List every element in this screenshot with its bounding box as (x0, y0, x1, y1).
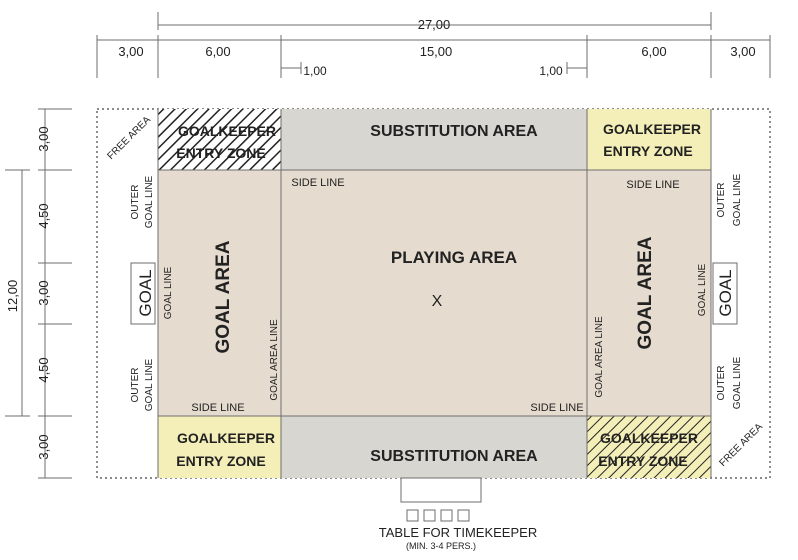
dim-offset-right: 1,00 (539, 64, 563, 78)
dim-side-bottom: 3,00 (36, 434, 51, 459)
goal-line-label-right: GOAL LINE (697, 263, 708, 316)
dim-free-right: 3,00 (730, 44, 755, 59)
goal-area-line-label-right: GOAL AREA LINE (594, 316, 605, 398)
timekeeper-table-label: TABLE FOR TIMEKEEPER (379, 525, 537, 540)
outer-goal-line-tr-1: OUTER (716, 183, 727, 218)
goal-area-left-label: GOAL AREA (213, 240, 234, 353)
dim-total-width: 27,00 (418, 17, 451, 32)
outer-goal-line-br-1: OUTER (716, 366, 727, 401)
outer-goal-line-tr-2: GOAL LINE (732, 173, 743, 226)
playing-area (280, 169, 588, 417)
outer-goal-line-bl-2: GOAL LINE (144, 358, 155, 411)
gk-entry-top-right-line2: ENTRY ZONE (603, 143, 692, 159)
center-mark: X (432, 293, 443, 310)
gk-entry-bottom-right-line2: ENTRY ZONE (598, 453, 687, 469)
timekeeper-table-note: (MIN. 3-4 PERS.) (406, 541, 476, 551)
substitution-area-top (281, 109, 587, 170)
substitution-area-bottom (281, 416, 587, 478)
goal-right (712, 262, 738, 325)
outer-goal-line-tl-1: OUTER (130, 185, 141, 220)
gk-entry-bottom-left-line2: ENTRY ZONE (176, 453, 265, 469)
gk-entry-top-left-line1: GOALKEEPER (178, 123, 276, 139)
goal-area-left (157, 169, 282, 417)
gk-entry-zone-top-left (158, 109, 281, 170)
timekeeper-seats (406, 509, 470, 522)
dim-lower: 4,50 (36, 357, 51, 382)
substitution-area-bottom-label: SUBSTITUTION AREA (370, 448, 538, 465)
gk-entry-top-left-line2: ENTRY ZONE (176, 145, 265, 161)
gk-entry-bottom-right-line1: GOALKEEPER (600, 430, 698, 446)
outer-goal-line-br-2: GOAL LINE (732, 356, 743, 409)
dim-upper: 4,50 (36, 203, 51, 228)
dim-middle: 3,00 (36, 280, 51, 305)
dim-total-height: 12,00 (5, 280, 20, 313)
dim-center: 15,00 (420, 44, 453, 59)
timekeeper-table (400, 477, 482, 503)
free-area-label-right: FREE AREA (717, 421, 765, 469)
goal-left-label: GOAL (136, 269, 155, 316)
substitution-area-top-label: SUBSTITUTION AREA (370, 123, 538, 140)
gk-entry-top-right-line1: GOALKEEPER (603, 121, 701, 137)
goal-line-label-left: GOAL LINE (163, 266, 174, 319)
gk-entry-zone-bottom-right (587, 416, 711, 478)
side-line-label-1: SIDE LINE (291, 177, 344, 189)
gk-entry-bottom-left-line1: GOALKEEPER (177, 430, 275, 446)
playing-area-label: PLAYING AREA (391, 248, 517, 267)
gk-entry-zone-top-right (587, 109, 711, 170)
goal-area-right-label: GOAL AREA (635, 236, 656, 349)
goal-area-right (586, 169, 712, 417)
dim-free-left: 3,00 (118, 44, 143, 59)
dim-side-top: 3,00 (36, 126, 51, 151)
dim-goal-left: 6,00 (205, 44, 230, 59)
outer-goal-line-bl-1: OUTER (130, 368, 141, 403)
side-line-label-3: SIDE LINE (191, 402, 244, 414)
goal-right-label: GOAL (716, 269, 735, 316)
dim-goal-right: 6,00 (641, 44, 666, 59)
goal-area-line-label-left: GOAL AREA LINE (269, 319, 280, 401)
side-line-label-4: SIDE LINE (530, 402, 583, 414)
dim-offset-left: 1,00 (303, 64, 327, 78)
free-area-label-left: FREE AREA (105, 114, 153, 162)
dimension-lines (5, 12, 771, 479)
side-line-label-2: SIDE LINE (626, 179, 679, 191)
outer-goal-line-tl-2: GOAL LINE (144, 175, 155, 228)
gk-entry-zone-bottom-left (158, 416, 281, 478)
goal-left (130, 262, 156, 325)
